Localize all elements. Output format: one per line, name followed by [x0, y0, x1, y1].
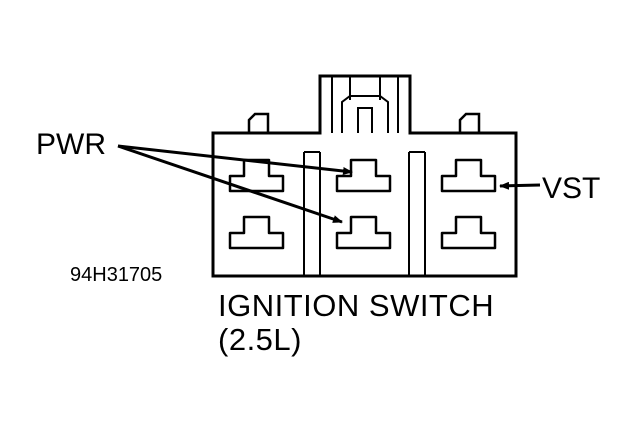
vst-label: VST: [542, 172, 601, 205]
pwr-arrow-upper: [117, 144, 353, 175]
pwr-arrow-lower: [117, 144, 343, 224]
callout-arrows: [117, 144, 541, 224]
vst-arrow: [499, 181, 541, 190]
pwr-label: PWR: [36, 128, 106, 161]
terminal-top-middle: [335, 158, 392, 193]
terminal-top-right: [440, 158, 497, 193]
figure-code: 94H31705: [70, 264, 163, 286]
latch-detail: [331, 76, 399, 133]
engine-subtitle: (2.5L): [218, 322, 302, 357]
terminal-bottom-middle: [335, 215, 392, 250]
terminal-bottom-right: [440, 215, 497, 250]
component-title: IGNITION SWITCH: [218, 288, 495, 323]
connector-housing: [211, 74, 518, 278]
terminal-cavities: [228, 158, 497, 250]
terminal-bottom-left: [228, 215, 285, 250]
